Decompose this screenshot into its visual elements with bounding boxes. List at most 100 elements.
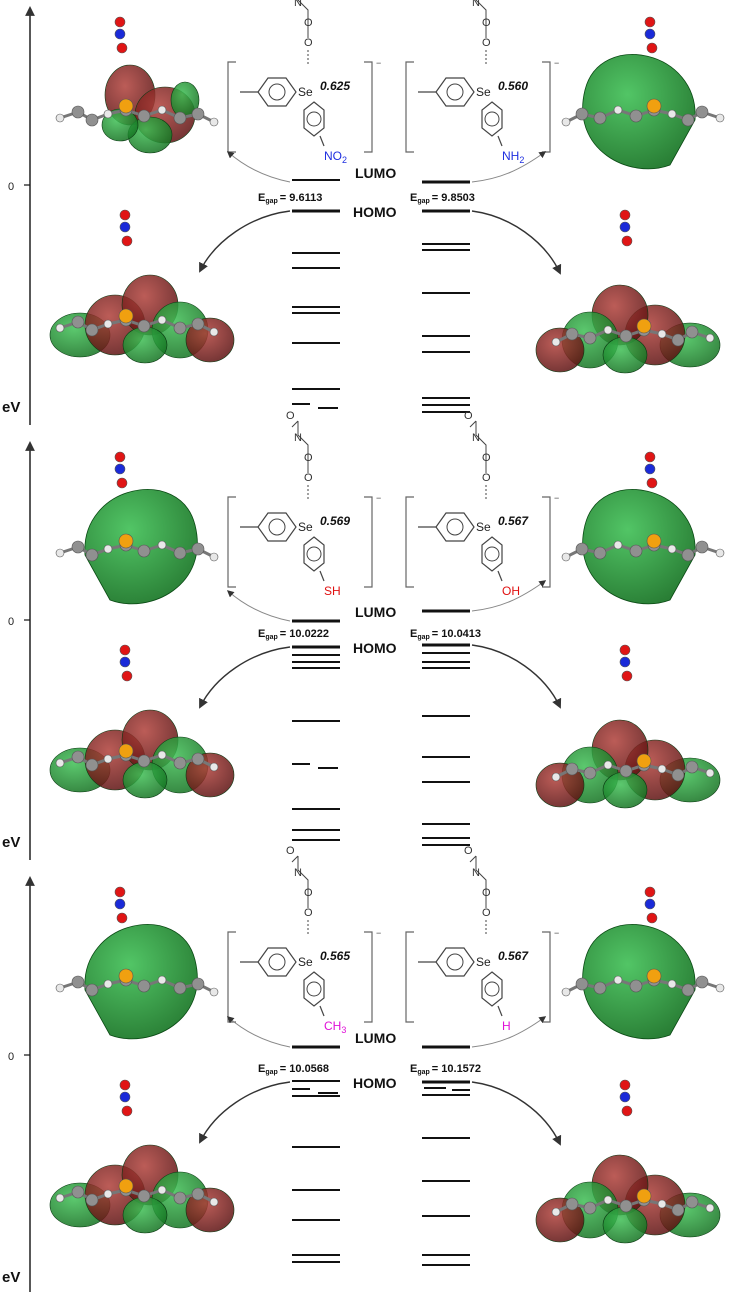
orbital-lobe: [602, 336, 648, 374]
atom: [85, 758, 99, 772]
atom: [85, 983, 99, 997]
charge-value: 0.560: [498, 79, 528, 93]
oxygen-atom: [119, 644, 131, 656]
axis-unit-label: eV: [2, 834, 20, 851]
substituent-subscript: 3: [341, 1025, 346, 1035]
aromatic-circle: [268, 83, 286, 101]
atom: [191, 752, 205, 766]
selenium-atom: [118, 98, 134, 114]
atom: [715, 983, 725, 993]
atom: [191, 977, 205, 991]
oxygen-label: O: [464, 410, 473, 422]
phenyl-ring: [257, 512, 297, 542]
nitrogen-atom: [619, 221, 631, 233]
gap-label-right: Egap= 10.0413: [410, 628, 481, 641]
aromatic-circle: [484, 981, 500, 997]
bracket-left: [405, 496, 414, 588]
atom: [685, 760, 699, 774]
gap-label-right: Egap= 9.8503: [410, 192, 475, 205]
nitrogen-atom: [644, 463, 656, 475]
atom: [103, 544, 113, 554]
oxygen-atom: [114, 16, 126, 28]
substituent-subscript: 2: [342, 155, 347, 165]
atom: [551, 337, 561, 347]
arrow-to-homo-left: [199, 210, 291, 273]
atom: [613, 975, 623, 985]
atom: [565, 762, 579, 776]
aromatic-circle: [306, 981, 322, 997]
oxygen-atom: [121, 1105, 133, 1117]
axis-zero-label: 0: [8, 181, 14, 193]
peroxy-chain: [469, 855, 487, 908]
substituent-bond: [319, 1005, 325, 1017]
orbital-lobe: [122, 761, 168, 799]
arrow-to-lumo-right: [471, 151, 547, 183]
charge-value: 0.569: [320, 514, 350, 528]
atom: [209, 117, 219, 127]
oxygen-label: O: [482, 17, 491, 29]
gap-subscript: gap: [417, 634, 429, 641]
atom: [71, 315, 85, 329]
oxygen-label: O: [304, 452, 313, 464]
atom: [561, 987, 571, 997]
selenium-atom: [636, 318, 652, 334]
substituent-main: SH: [324, 584, 341, 598]
charge-sign: −: [554, 493, 559, 503]
molecule-model: [49, 274, 235, 364]
aromatic-circle: [268, 953, 286, 971]
charge-value: 0.567: [498, 514, 529, 528]
arrow-to-lumo-right: [471, 580, 547, 612]
nitrogen-atom: [114, 28, 126, 40]
substituent-label: NO2: [324, 149, 347, 165]
atom: [137, 109, 151, 123]
peroxy-chain: [469, 420, 487, 473]
bracket-right: [364, 931, 373, 1023]
atom: [55, 323, 65, 333]
oxygen-label: O: [304, 887, 313, 899]
atom: [583, 766, 597, 780]
selenium-label: Se: [476, 85, 491, 99]
atom: [715, 113, 725, 123]
atom: [157, 540, 167, 550]
atom: [593, 981, 607, 995]
atom: [71, 1185, 85, 1199]
atom: [565, 327, 579, 341]
oxygen-label: O: [482, 887, 491, 899]
atom: [103, 1189, 113, 1199]
molecule-model: [535, 1154, 721, 1244]
orbital-lobe: [122, 1196, 168, 1234]
atom: [681, 113, 695, 127]
homo-label: HOMO: [353, 640, 397, 656]
nitrogen-atom: [114, 898, 126, 910]
atom: [55, 113, 65, 123]
bracket-right: [542, 496, 551, 588]
oxygen-atom: [121, 235, 133, 247]
aromatic-circle: [446, 83, 464, 101]
atom: [191, 317, 205, 331]
atom: [657, 764, 667, 774]
atom: [657, 329, 667, 339]
phenyl-ring: [257, 947, 297, 977]
oxygen-atom: [646, 912, 658, 924]
atom: [157, 315, 167, 325]
atom: [173, 981, 187, 995]
oxygen-label: O: [304, 472, 313, 484]
atom: [137, 319, 151, 333]
molecule-model: [55, 64, 219, 154]
selenium-atom: [646, 98, 662, 114]
nitrogen-label: N: [472, 432, 480, 444]
atom: [695, 540, 709, 554]
substituent-label: SH: [324, 584, 341, 598]
peroxy-chain: [297, 0, 309, 38]
arrow-to-homo-left: [199, 1081, 291, 1144]
arrow-to-lumo-left: [226, 151, 291, 183]
atom: [671, 768, 685, 782]
substituent-bond: [319, 135, 325, 147]
oxygen-atom: [116, 912, 128, 924]
atom: [85, 1193, 99, 1207]
homo-label: HOMO: [353, 1075, 397, 1091]
substituent-label: H: [502, 1019, 511, 1033]
